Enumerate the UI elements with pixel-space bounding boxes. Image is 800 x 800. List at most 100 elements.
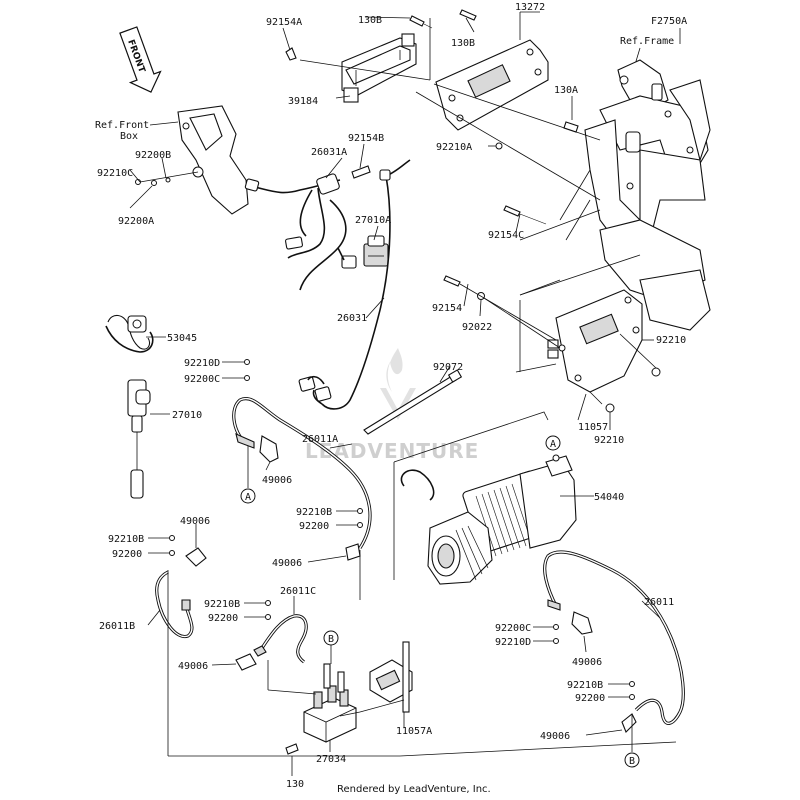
ref-frame-label: Ref.Frame (620, 36, 674, 47)
nut-92210B-c (265, 600, 271, 606)
cable-26011A (232, 397, 372, 549)
label-92210A: 92210A (436, 142, 472, 153)
fairlead-39184 (341, 33, 417, 103)
label-92210B-b: 92210B (296, 507, 332, 518)
remote-27010 (127, 379, 151, 499)
bolt-130 (285, 743, 299, 755)
label-92210-a: 92210 (656, 335, 686, 346)
label-130A: 130A (554, 85, 578, 96)
label-130B-top: 130B (358, 15, 382, 26)
label-26011B: 26011B (99, 621, 135, 632)
figure-code: F2750A (651, 16, 687, 27)
cover-49006-d (235, 653, 257, 671)
label-92154A: 92154A (266, 17, 302, 28)
ref-front-box-line2: Box (120, 131, 138, 142)
label-92200-a: 92200 (112, 549, 142, 560)
label-92154C: 92154C (488, 230, 524, 241)
watermark: LEADVENTURE (305, 348, 479, 463)
switch-27010A (363, 235, 389, 267)
callout-B-left: B (323, 630, 339, 646)
nut-92210B-b (357, 508, 363, 514)
label-26011A: 26011A (302, 434, 338, 445)
svg-text:A: A (550, 439, 556, 450)
label-92210B-c: 92210B (204, 599, 240, 610)
winch-54040 (393, 411, 577, 585)
label-49006-a: 49006 (262, 475, 292, 486)
label-92210-b: 92210 (594, 435, 624, 446)
footer-credit: Rendered by LeadVenture, Inc. (337, 784, 491, 795)
label-92210B-d: 92210B (567, 680, 603, 691)
label-92200C-bot: 92200C (495, 623, 531, 634)
cover-49006-f (621, 713, 637, 733)
label-92072: 92072 (433, 362, 463, 373)
label-92210C: 92210C (97, 168, 133, 179)
label-92200-b: 92200 (299, 521, 329, 532)
nut-92210-a (651, 367, 661, 377)
cover-49006-e (571, 611, 593, 635)
cable-26011B (155, 547, 207, 639)
watermark-text: LEADVENTURE (305, 439, 479, 463)
label-11057A: 11057A (396, 726, 432, 737)
washer-92200A (151, 180, 157, 186)
washer-92200-a (169, 550, 175, 556)
label-54040: 54040 (594, 492, 624, 503)
label-53045: 53045 (167, 333, 197, 344)
bracket-11057 (547, 289, 643, 393)
label-92200A: 92200A (118, 216, 154, 227)
cable-26011 (543, 550, 685, 733)
frame-structure (519, 59, 711, 331)
cable-26011C (235, 614, 308, 671)
label-26031: 26031 (337, 313, 367, 324)
label-26011: 26011 (644, 597, 674, 608)
cover-49006 (259, 435, 279, 463)
label-92210D-bot: 92210D (495, 637, 531, 648)
label-49006-b: 49006 (180, 516, 210, 527)
mounting-plate-13272 (435, 39, 549, 131)
callout-A-winch: A (545, 435, 561, 451)
label-39184: 39184 (288, 96, 318, 107)
front-arrow: FRONT (119, 26, 162, 93)
label-11057: 11057 (578, 422, 608, 433)
label-92200-c: 92200 (208, 613, 238, 624)
label-130B-side: 130B (451, 38, 475, 49)
bolt-92154 (443, 275, 461, 287)
label-26011C: 26011C (280, 586, 316, 597)
label-92200C-top: 92200C (184, 374, 220, 385)
label-92200-d: 92200 (575, 693, 605, 704)
washer-92200-c (265, 614, 271, 620)
label-92200B: 92200B (135, 150, 171, 161)
nut-92210D-bot (553, 638, 559, 644)
washer-92200B (165, 177, 171, 183)
nut-92210B-a (169, 535, 175, 541)
bolt-group (285, 9, 579, 225)
label-92022: 92022 (462, 322, 492, 333)
label-49006-e: 49006 (572, 657, 602, 668)
label-49006-d: 49006 (178, 661, 208, 672)
label-92210D-top: 92210D (184, 358, 220, 369)
svg-text:A: A (245, 492, 251, 503)
label-92154B: 92154B (348, 133, 384, 144)
callout-A-left: A (240, 488, 256, 504)
washer-92200C-top (244, 375, 250, 381)
washer-92200C-bot (553, 624, 559, 630)
label-92154: 92154 (432, 303, 462, 314)
callout-B-right: B (624, 752, 640, 768)
cover-49006-c (345, 543, 361, 561)
label-27010A: 27010A (355, 215, 391, 226)
contactor-27034 (303, 663, 357, 743)
hook-53045 (105, 314, 154, 353)
washer-92200-b (357, 522, 363, 528)
nut-92210D-top (244, 359, 250, 365)
svg-text:B: B (328, 634, 334, 645)
label-26031A: 26031A (311, 147, 347, 158)
bracket-11057A (359, 641, 413, 713)
label-49006-f: 49006 (540, 731, 570, 742)
cover-49006-b (185, 547, 207, 567)
label-13272: 13272 (515, 2, 545, 13)
label-27010: 27010 (172, 410, 202, 421)
label-27034: 27034 (316, 754, 346, 765)
cable-26031 (298, 159, 411, 410)
cable-tie-92072 (363, 369, 463, 435)
